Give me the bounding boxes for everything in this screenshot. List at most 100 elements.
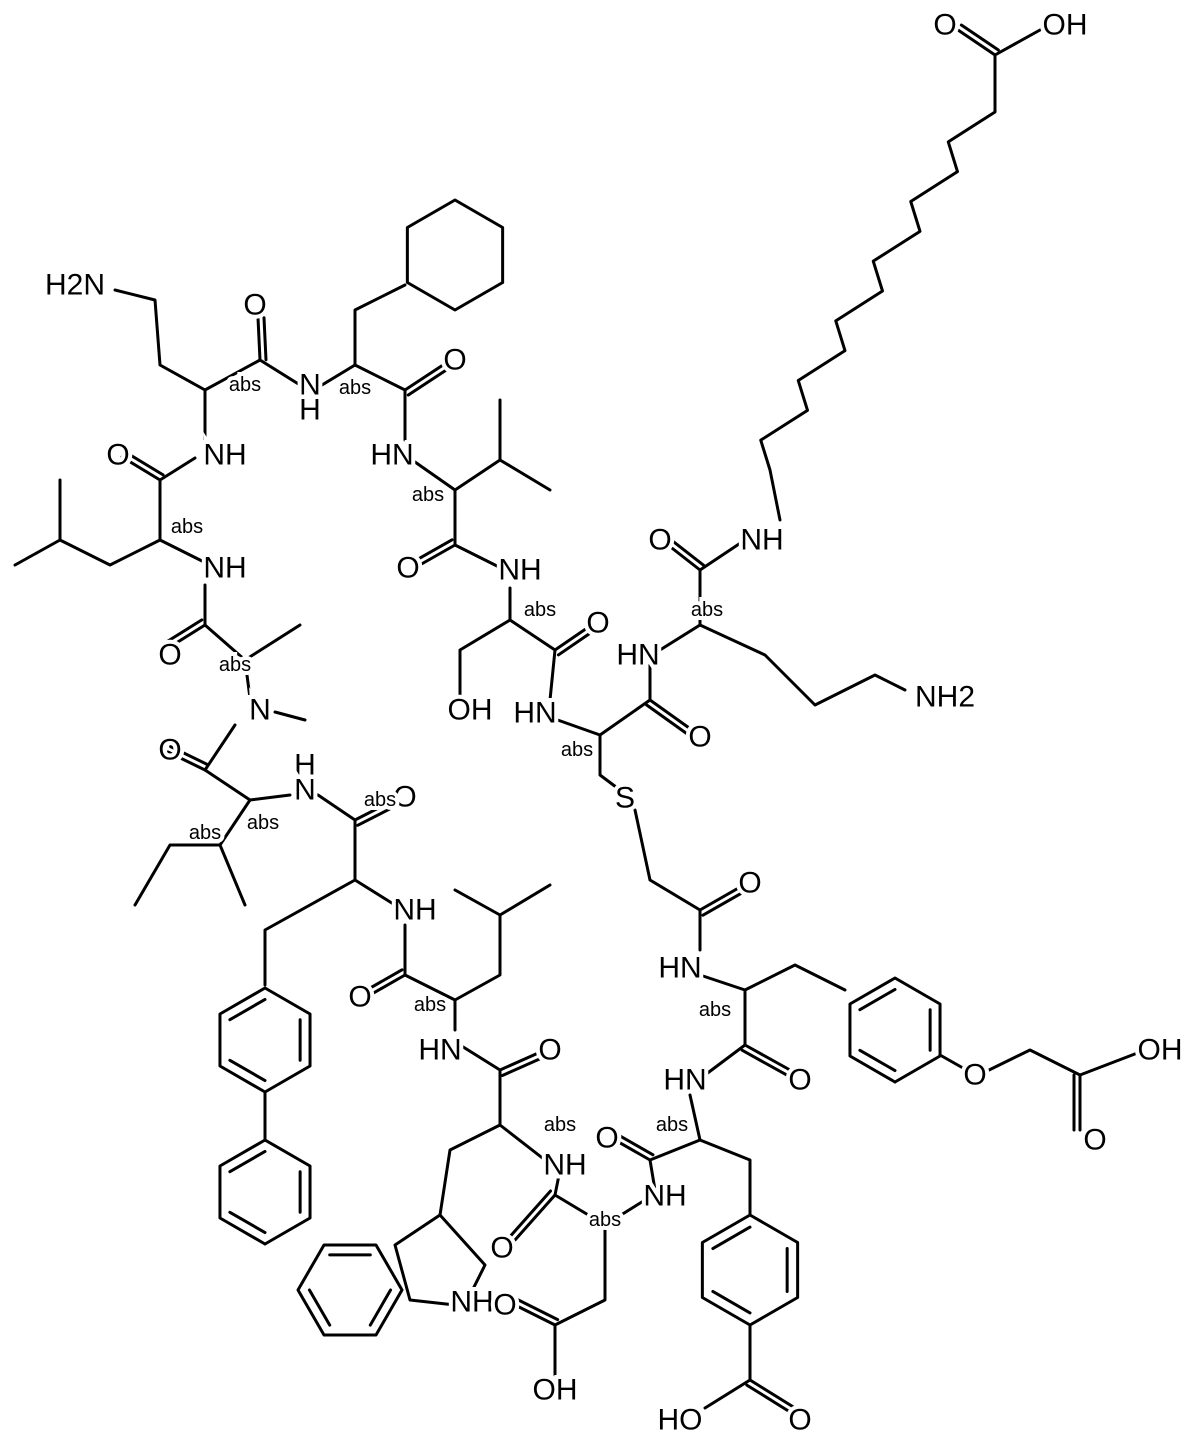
stereo-label: abs [171,516,203,538]
atom-label: O [738,867,761,900]
bond [552,665,650,735]
stereo-label: abs [414,994,446,1016]
stereo-label: abs [412,484,444,506]
atom-label: O [1083,1124,1106,1157]
bond [647,705,689,735]
atom-label: HN [513,697,556,730]
bond [700,540,905,705]
bond [500,885,550,915]
atom-label: H2N [45,269,105,302]
atom-label: HN [658,952,701,985]
stereo-label: abs [691,599,723,621]
bond [500,460,550,490]
bond [705,1325,750,1408]
atom-label: NH [740,524,783,557]
bond [761,55,995,520]
atom-label: OH [533,1374,578,1407]
bond [230,1060,265,1080]
bond [700,965,845,990]
bond [60,480,160,565]
bond [370,1290,390,1325]
stereo-label: abs [561,739,593,761]
stereo-label: abs [229,374,261,396]
stereo-label: abs [247,812,279,834]
atom-label: O [688,721,711,754]
atom-label: HO [658,1404,703,1437]
atom-labels: OOHH2NONHabsabsONHOHNabsONHabsNHOabsNabs… [45,9,1183,1437]
bond [850,978,940,1082]
bond [115,290,300,390]
atom-label: NH [543,1149,586,1182]
stereo-label: abs [524,599,556,621]
bond [230,999,265,1019]
bond [860,989,895,1009]
bond [515,1195,555,1240]
atom-label: O [443,344,466,377]
atom-label: NH [393,894,436,927]
stereo-label: abs [219,654,251,676]
bond [860,1050,895,1070]
bond [205,585,245,660]
atom-label: O [393,781,416,814]
atom-label: O [963,1059,986,1092]
stereo-label: abs [189,822,221,844]
bond [440,1215,485,1295]
atom-label: O [538,1034,561,1067]
bond [440,1125,545,1215]
atom-label: OH [448,694,493,727]
bond [455,890,500,1030]
stereo-label: abs [339,377,371,399]
bonds [15,25,1140,1413]
stereo-label: abs [589,1209,621,1231]
atom-label: O [490,1232,513,1265]
atom-label: O [106,439,129,472]
bond [15,540,60,565]
atom-label: HN [370,439,413,472]
bond [702,1215,797,1325]
bond [650,700,692,730]
bond [742,1050,787,1075]
bond [405,925,455,1000]
atom-label: NH [203,439,246,472]
atom-label: H [299,394,321,427]
bond [745,1045,790,1070]
bond [690,1095,750,1215]
bond [407,200,502,310]
bond [245,625,300,698]
bond [230,1151,265,1171]
atom-label: O [788,1064,811,1097]
atom-label: O [158,639,181,672]
atom-label: OH [1043,9,1088,42]
bond [395,1215,455,1305]
stereo-label: abs [656,1114,688,1136]
atom-label: O [648,524,671,557]
atom-label: NH2 [915,681,975,714]
atom-label: NH [203,552,246,585]
atom-label: O [348,981,371,1014]
bond [511,1191,551,1236]
bond [160,458,210,565]
atom-label: O [788,1404,811,1437]
bond [713,1227,750,1248]
atom-label: HN [663,1064,706,1097]
bond [635,810,700,950]
bond [995,30,1040,55]
bond [275,712,305,720]
bond [985,1050,1140,1075]
bond [258,318,260,360]
atom-label: O [933,9,956,42]
stereo-label: abs [544,1114,576,1136]
bond [230,1212,265,1232]
stereo-label: abs [699,999,731,1021]
stereo-label: abs [364,789,396,811]
atom-label: NH [498,554,541,587]
atom-label: OH [1138,1034,1183,1067]
atom-label: O [158,734,181,767]
bond [264,318,266,360]
atom-label: NH [450,1286,493,1319]
bond [220,800,250,905]
atom-label: O [586,607,609,640]
bond [510,620,555,700]
bond [205,725,290,800]
